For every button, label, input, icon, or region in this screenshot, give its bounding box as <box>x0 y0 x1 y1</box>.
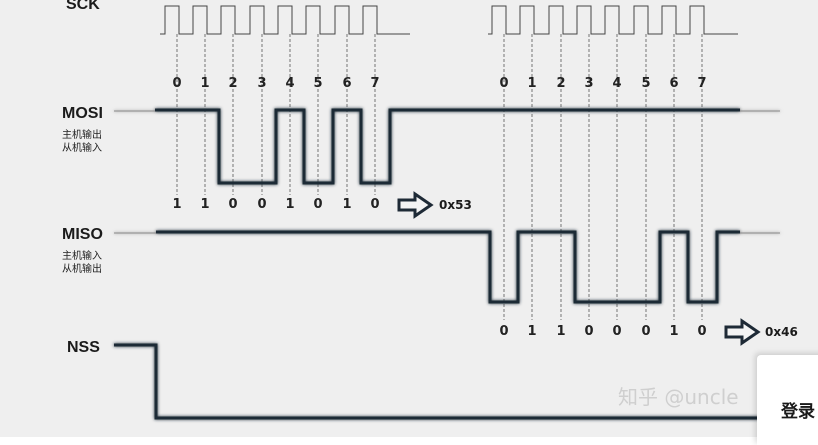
mosi-arrow-icon <box>397 191 434 219</box>
miso-bit-value-7: 0 <box>697 324 706 339</box>
bit-index-2-7: 7 <box>697 76 706 91</box>
mosi-bit-value-6: 1 <box>342 197 351 212</box>
mosi-label: MOSI <box>62 105 103 122</box>
bit-index-1-6: 6 <box>342 76 351 91</box>
mosi-bit-value-4: 1 <box>285 197 294 212</box>
bit-index-2-0: 0 <box>499 76 508 91</box>
bit-index-1-3: 3 <box>257 76 266 91</box>
mosi-bit-value-5: 0 <box>313 197 322 212</box>
mosi-sub-label-1: 主机输出 <box>62 128 102 141</box>
bit-index-1-4: 4 <box>285 76 294 91</box>
mosi-waveform <box>155 108 740 185</box>
bit-index-2-6: 6 <box>669 76 678 91</box>
mosi-bit-value-2: 0 <box>228 197 237 212</box>
mosi-bit-value-0: 1 <box>172 197 181 212</box>
bit-index-2-4: 4 <box>612 76 621 91</box>
miso-bit-value-2: 1 <box>556 324 565 339</box>
bit-index-2-2: 2 <box>556 76 565 91</box>
miso-arrow-icon <box>724 318 761 346</box>
data-waveforms <box>114 108 780 420</box>
bit-index-1-5: 5 <box>313 76 322 91</box>
bit-index-1-2: 2 <box>228 76 237 91</box>
miso-sub-label-2: 从机输出 <box>62 262 102 275</box>
bit-index-2-5: 5 <box>641 76 650 91</box>
mosi-bit-value-1: 1 <box>200 197 209 212</box>
bit-index-1-7: 7 <box>370 76 379 91</box>
miso-bit-value-5: 0 <box>641 324 650 339</box>
sck-wave-byte-1 <box>160 5 410 35</box>
miso-bit-value-6: 1 <box>669 324 678 339</box>
bit-labels: 0 1 2 3 4 5 6 7 0 1 2 3 4 5 6 7 1 1 0 0 1 0 1 0 0 1 1 0 0 0 1 0 <box>172 76 706 339</box>
nss-label: NSS <box>67 339 100 356</box>
sck-waveform <box>160 5 738 35</box>
miso-label: MISO <box>62 226 103 243</box>
sck-wave-byte-2 <box>488 5 738 35</box>
miso-hex-value: 0x46 <box>765 325 798 339</box>
bit-index-2-3: 3 <box>584 76 593 91</box>
nss-waveform <box>114 343 760 420</box>
mosi-hex-value: 0x53 <box>439 198 472 212</box>
login-panel <box>757 355 818 445</box>
bit-index-1-0: 0 <box>172 76 181 91</box>
bit-index-1-1: 1 <box>200 76 209 91</box>
sample-guide-lines <box>176 34 703 320</box>
mosi-bit-value-3: 0 <box>257 197 266 212</box>
bit-index-2-1: 1 <box>527 76 536 91</box>
miso-waveform <box>156 230 740 304</box>
value-arrows <box>397 191 761 346</box>
miso-bit-value-1: 1 <box>527 324 536 339</box>
mosi-sub-label-2: 从机输入 <box>62 141 102 154</box>
miso-sub-label-1: 主机输入 <box>62 249 102 262</box>
login-button[interactable]: 登录 <box>781 402 815 422</box>
sck-label: SCK <box>66 0 100 13</box>
watermark-text: 知乎 @uncle <box>618 385 739 409</box>
miso-bit-value-4: 0 <box>612 324 621 339</box>
miso-bit-value-0: 0 <box>499 324 508 339</box>
mosi-bit-value-7: 0 <box>370 197 379 212</box>
miso-bit-value-3: 0 <box>584 324 593 339</box>
